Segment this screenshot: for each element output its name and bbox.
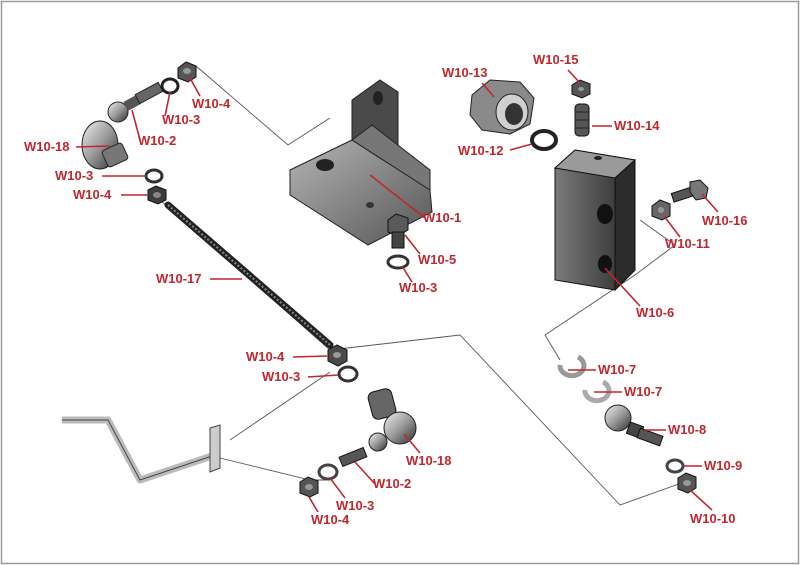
part-label-w10-2a: W10-2: [138, 133, 176, 148]
part-label-w10-7b: W10-7: [624, 384, 662, 399]
ball-socket-top: [81, 120, 129, 170]
part-label-w10-1: W10-1: [423, 210, 461, 225]
washer-w10-9: [665, 458, 685, 474]
part-label-w10-3b: W10-3: [55, 168, 93, 183]
part-label-w10-3a: W10-3: [162, 112, 200, 127]
ball-stud-bottom: [338, 432, 388, 468]
leader-line-w10-10: [689, 489, 713, 511]
bolt-w10-16: [670, 179, 709, 203]
leader-line-w10-12: [509, 143, 533, 151]
threaded-rod: [164, 201, 334, 349]
part-label-w10-4d: W10-4: [311, 512, 350, 527]
hex-nut-w10-11: [651, 199, 671, 221]
bolt-w10-5: [387, 213, 409, 249]
hex-nut-top: [177, 61, 197, 83]
assembly-line-lever: [219, 457, 330, 481]
set-screw: [574, 103, 590, 137]
spring-washer-1: [557, 354, 587, 379]
part-label-w10-18a: W10-18: [24, 139, 70, 154]
part-label-w10-15: W10-15: [533, 52, 579, 67]
part-label-w10-10: W10-10: [690, 511, 736, 526]
part-label-w10-7a: W10-7: [598, 362, 636, 377]
assembly-line-block: [544, 219, 676, 361]
pivot-block: [553, 149, 637, 292]
callout-layer: W10-1W10-2W10-2W10-3W10-3W10-3W10-3W10-3…: [24, 52, 748, 527]
bent-lever: [62, 416, 221, 484]
leader-line-w10-3c: [401, 265, 413, 283]
leader-line-w10-3d: [307, 374, 339, 378]
part-label-w10-18b: W10-18: [406, 453, 452, 468]
part-label-w10-14: W10-14: [614, 118, 660, 133]
leader-line-w10-16: [701, 193, 719, 213]
assembly-line-mid: [229, 371, 331, 441]
small-nut-top-right: [571, 79, 591, 99]
part-label-w10-3c: W10-3: [399, 280, 437, 295]
leader-line-w10-4a: [189, 77, 201, 97]
leader-line-w10-5: [404, 234, 421, 255]
part-label-w10-4b: W10-4: [73, 187, 112, 202]
washer-left: [144, 168, 164, 184]
leader-line-w10-15: [567, 69, 581, 84]
ball-stud-right: [604, 404, 664, 447]
leader-line-w10-1: [369, 174, 426, 219]
assembly-line-top: [195, 65, 331, 146]
hex-nut-bottom: [299, 476, 319, 498]
spring-washer-2: [582, 379, 612, 404]
leader-line-w10-18b: [403, 433, 421, 454]
ball-socket-bottom: [367, 388, 417, 445]
leader-line-w10-11: [663, 215, 681, 238]
leader-line-w10-4c: [292, 355, 328, 358]
part-label-w10-8: W10-8: [668, 422, 706, 437]
hex-nut-middle: [327, 344, 348, 367]
part-label-w10-9: W10-9: [704, 458, 742, 473]
large-nut: [469, 79, 535, 135]
leader-line-w10-2a: [131, 109, 141, 141]
leader-line-w10-2b: [354, 461, 376, 485]
part-label-w10-12: W10-12: [458, 143, 504, 158]
leader-line-w10-3a: [164, 91, 171, 117]
part-label-w10-6: W10-6: [636, 305, 674, 320]
leader-line-w10-18a: [75, 145, 111, 148]
part-label-w10-4c: W10-4: [246, 349, 285, 364]
part-label-w10-5: W10-5: [418, 252, 456, 267]
washer-w10-12: [530, 129, 558, 151]
part-label-w10-16: W10-16: [702, 213, 748, 228]
leader-line-w10-13: [481, 82, 495, 98]
part-label-w10-2b: W10-2: [373, 476, 411, 491]
part-label-w10-17: W10-17: [156, 271, 202, 286]
angle-bracket-part: [289, 79, 433, 246]
washer-under-bolt: [386, 254, 410, 270]
washer-middle: [337, 365, 359, 383]
leader-line-w10-4d: [308, 496, 319, 513]
hex-nut-left: [147, 185, 167, 205]
leader-line-w10-6: [604, 267, 641, 307]
part-label-w10-4a: W10-4: [192, 96, 231, 111]
part-label-w10-3e: W10-3: [336, 498, 374, 513]
washer-top: [160, 77, 180, 95]
leader-line-w10-3e: [329, 477, 346, 499]
hex-nut-w10-10: [677, 472, 697, 494]
part-label-w10-3d: W10-3: [262, 369, 300, 384]
washer-bottom: [317, 463, 339, 481]
ball-stud-top: [107, 81, 164, 123]
part-label-w10-11: W10-11: [665, 236, 710, 251]
part-label-w10-13: W10-13: [442, 65, 488, 80]
